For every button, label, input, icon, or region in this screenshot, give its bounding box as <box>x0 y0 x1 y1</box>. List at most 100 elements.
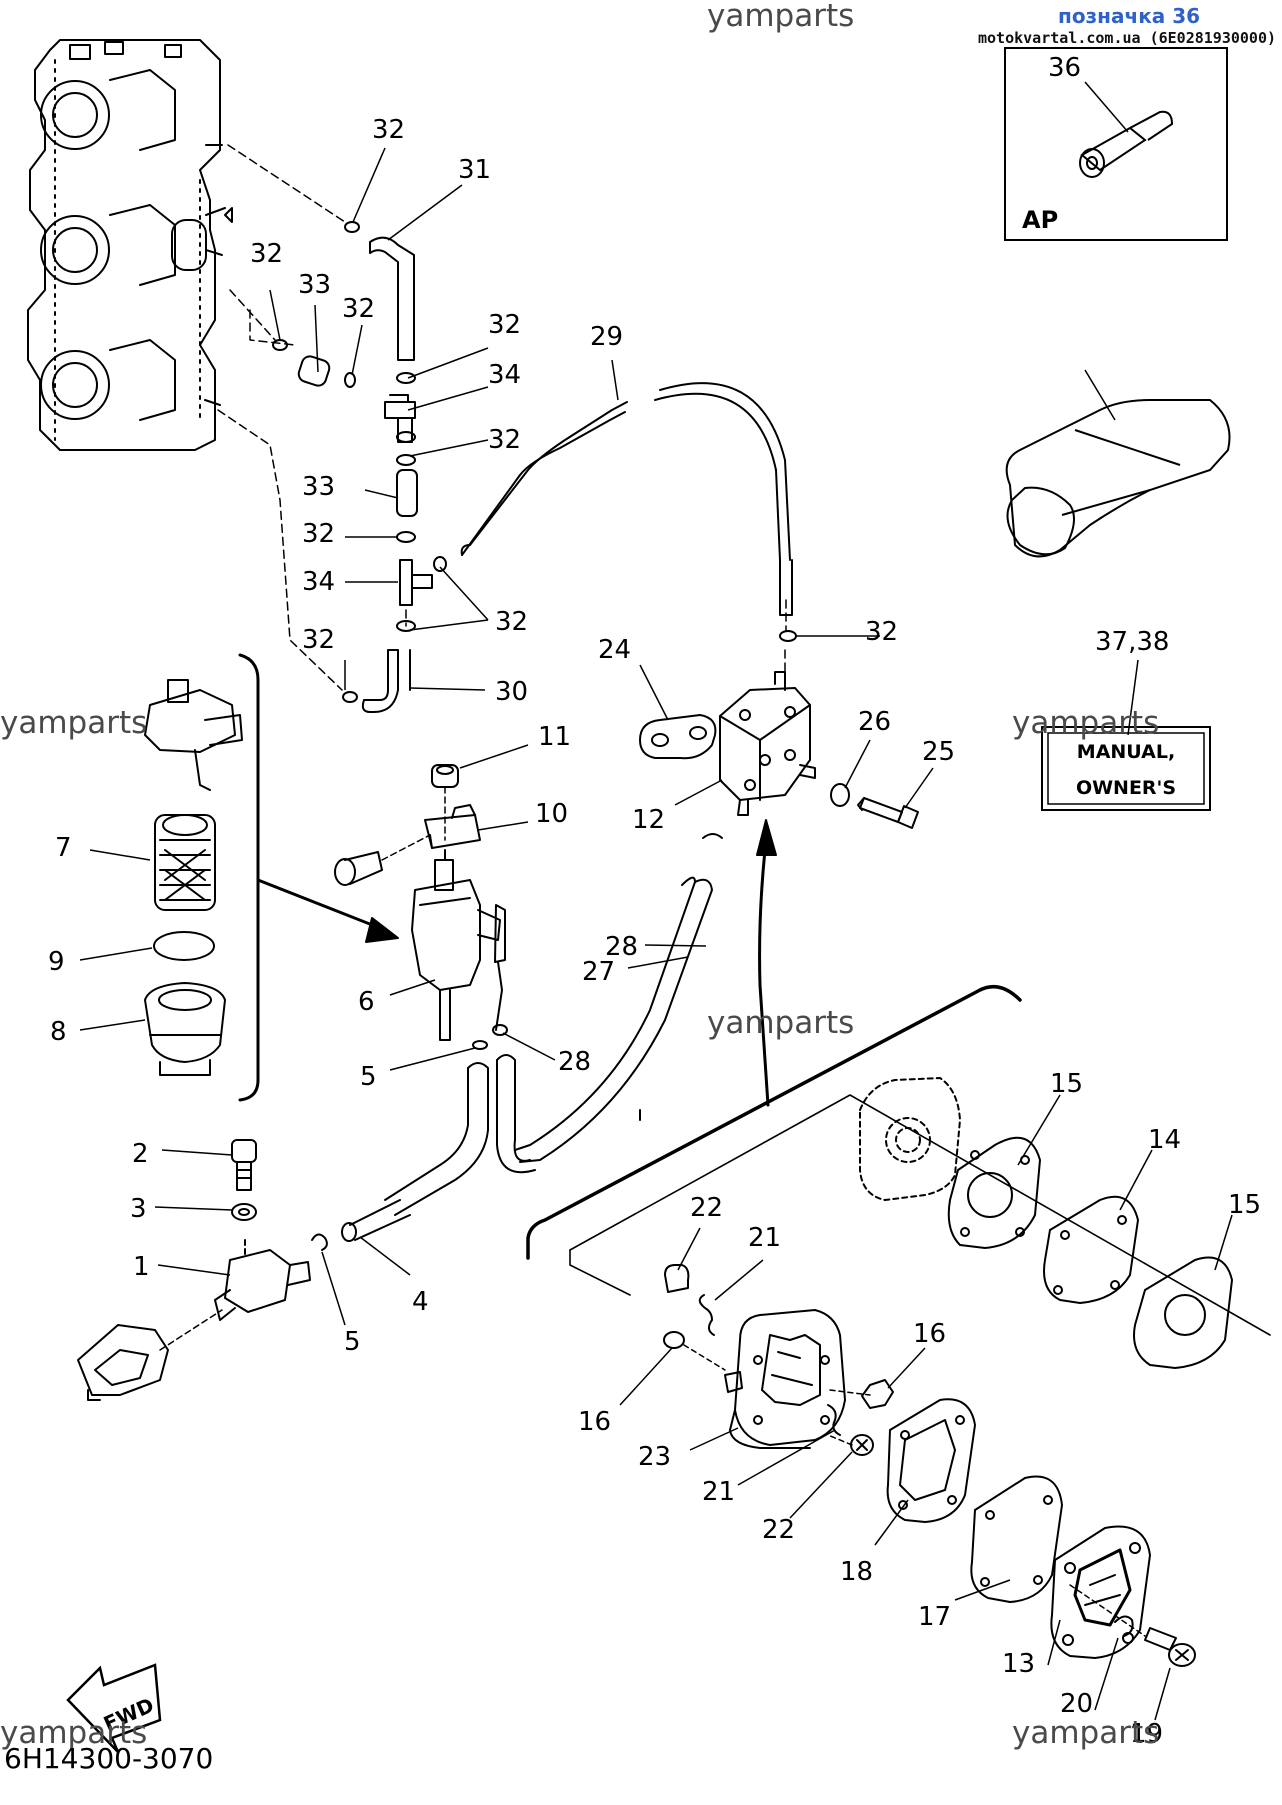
callout-32: 32 <box>495 607 528 637</box>
pump-detail-bracket <box>526 984 1022 1260</box>
watermark-bottom-right: yamparts <box>1012 1715 1160 1751</box>
watermark-right: yamparts <box>1012 705 1160 741</box>
callout-19: 19 <box>1130 1719 1163 1749</box>
callout-24: 24 <box>598 635 631 665</box>
callout-32: 32 <box>342 294 375 324</box>
callout-33: 33 <box>298 270 331 300</box>
pump-fasteners <box>639 1109 894 1456</box>
hose-4 <box>341 1199 411 1242</box>
hose-27 <box>514 876 713 1163</box>
callout-32: 32 <box>250 239 283 269</box>
callout-34: 34 <box>488 360 521 390</box>
callout-11: 11 <box>538 722 571 752</box>
inset-36-label: 36 <box>1048 53 1081 83</box>
callout-28: 28 <box>558 1047 591 1077</box>
part-callouts: 32 31 32 33 32 32 34 32 29 33 32 34 32 3… <box>48 115 1261 1749</box>
callout-4: 4 <box>412 1287 429 1317</box>
callout-26: 26 <box>858 707 891 737</box>
callout-29: 29 <box>590 322 623 352</box>
callout-34: 34 <box>302 567 335 597</box>
joint-34-lower <box>399 559 433 606</box>
callout-22: 22 <box>690 1193 723 1223</box>
inset-box-36 <box>1004 47 1228 241</box>
washer-3 <box>231 1203 257 1221</box>
callout-7: 7 <box>55 833 72 863</box>
carburetor-stack <box>27 39 233 451</box>
callout-25: 25 <box>922 737 955 767</box>
callout-32: 32 <box>865 617 898 647</box>
filter-cup-8 <box>144 982 226 1076</box>
hose-33-upper <box>297 355 331 387</box>
callout-5: 5 <box>360 1062 377 1092</box>
callout-32: 32 <box>488 425 521 455</box>
clip-20 <box>1114 1615 1134 1637</box>
callout-36-link[interactable]: позначка 36 <box>1058 4 1201 28</box>
callout-12: 12 <box>632 805 665 835</box>
callout-2: 2 <box>132 1139 149 1169</box>
callout-leaders <box>79 147 1233 1721</box>
hose-29 <box>460 382 793 616</box>
callout-28: 28 <box>605 932 638 962</box>
gasket-18 <box>886 1398 976 1523</box>
hose-31 <box>369 236 415 361</box>
callout-16: 16 <box>913 1319 946 1349</box>
watermark-left: yamparts <box>0 705 148 741</box>
callout-32: 32 <box>372 115 405 145</box>
filter-detail-bracket <box>238 653 260 1102</box>
manual-line-1: MANUAL, <box>1077 741 1175 763</box>
owners-manual <box>1041 659 1211 811</box>
fuel-filter-6 <box>411 849 506 1041</box>
washer-26 <box>830 783 850 807</box>
callout-10: 10 <box>535 799 568 829</box>
callout-21: 21 <box>748 1223 781 1253</box>
callout-8: 8 <box>50 1017 67 1047</box>
callout-15: 15 <box>1050 1069 1083 1099</box>
gasket-24 <box>639 714 717 760</box>
callout-23: 23 <box>638 1442 671 1472</box>
bolt-25 <box>857 797 919 829</box>
clip-5-upper <box>472 1040 488 1050</box>
hose-filter-outlets <box>384 1054 536 1216</box>
o-ring-9 <box>153 931 215 961</box>
watermark-middle: yamparts <box>707 1005 855 1041</box>
callout-5: 5 <box>344 1327 361 1357</box>
callout-32: 32 <box>302 519 335 549</box>
callout-20: 20 <box>1060 1689 1093 1719</box>
inset-region-code: AP <box>1022 206 1058 234</box>
diagram-reference-number: 6H14300-3070 <box>4 1742 214 1775</box>
screw-19 <box>1069 1584 1196 1667</box>
callout-13: 13 <box>1002 1649 1035 1679</box>
filter-head-detail <box>144 679 243 791</box>
callout-30: 30 <box>495 677 528 707</box>
callout-32: 32 <box>302 625 335 655</box>
callout-3: 3 <box>130 1194 147 1224</box>
pump-diaphragm-set <box>859 1077 1233 1369</box>
callout-6: 6 <box>358 987 375 1017</box>
callout-9: 9 <box>48 947 65 977</box>
callout-18: 18 <box>840 1557 873 1587</box>
clip-5-lower <box>311 1233 328 1251</box>
hose-connector-plug <box>77 1309 223 1401</box>
callout-17: 17 <box>918 1602 951 1632</box>
diaphragm-17 <box>970 1475 1063 1603</box>
source-reference: motokvartal.com.ua (6E0281930000) <box>978 29 1277 47</box>
hose-30 <box>361 649 399 713</box>
bolt-2 <box>231 1139 257 1191</box>
callout-22: 22 <box>762 1515 795 1545</box>
callout-21: 21 <box>702 1477 735 1507</box>
pump-cover-13 <box>1050 1525 1151 1659</box>
watermark-bottom-left: yamparts <box>0 1715 148 1751</box>
callout-16: 16 <box>578 1407 611 1437</box>
callout-1: 1 <box>133 1252 150 1282</box>
part-36-fitting <box>1079 110 1174 178</box>
joint-34-upper <box>384 394 416 443</box>
fuel-connector-1 <box>214 1239 311 1321</box>
callout-27: 27 <box>582 957 615 987</box>
hose-clips <box>272 221 797 703</box>
callout-32: 32 <box>488 310 521 340</box>
clip-28-lower <box>492 1024 508 1036</box>
callout-14: 14 <box>1148 1125 1181 1155</box>
fuel-hose-clip-35 <box>1005 369 1231 558</box>
